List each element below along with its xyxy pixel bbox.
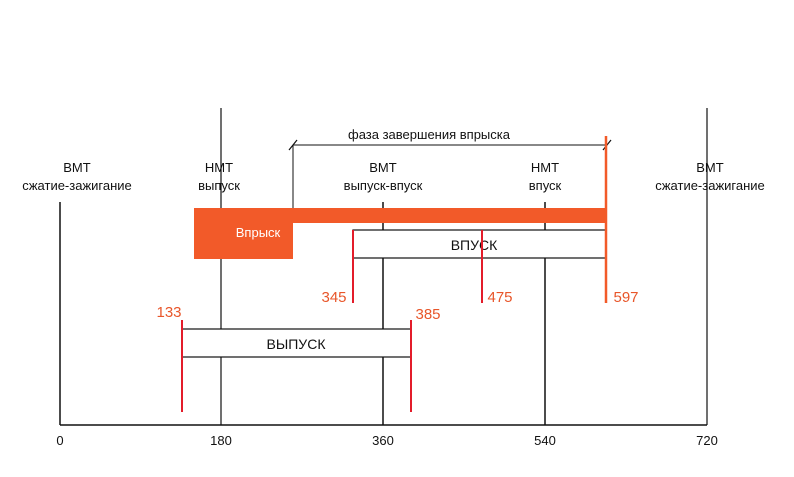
angle-label-exhaust-close: 385 bbox=[415, 306, 440, 323]
marker-label-180-bottom: выпуск bbox=[198, 178, 240, 193]
marker-label-360-top: ВМТ bbox=[369, 160, 397, 175]
axis-tick-label: 180 bbox=[210, 433, 232, 448]
marker-label-540-bottom: впуск bbox=[529, 178, 562, 193]
injection-label: Впрыск bbox=[236, 225, 281, 240]
angle-label-intake-mid: 475 bbox=[487, 289, 512, 306]
phase-label: фаза завершения впрыска bbox=[348, 127, 511, 142]
axis-tick-label: 720 bbox=[696, 433, 718, 448]
injection-bar bbox=[293, 208, 607, 223]
marker-label-0-bottom: сжатие-зажигание bbox=[22, 178, 132, 193]
exhaust-label: ВЫПУСК bbox=[267, 336, 327, 352]
angle-label-injection-end: 597 bbox=[613, 289, 638, 306]
marker-label-540-top: НМТ bbox=[531, 160, 559, 175]
marker-label-0-top: ВМТ bbox=[63, 160, 91, 175]
angle-label-intake-open: 345 bbox=[321, 289, 346, 306]
marker-label-720-bottom: сжатие-зажигание bbox=[655, 178, 765, 193]
marker-label-180-top: НМТ bbox=[205, 160, 233, 175]
injection-block bbox=[194, 208, 293, 259]
axis-tick-label: 0 bbox=[56, 433, 63, 448]
exhaust-bar bbox=[181, 328, 412, 358]
axis-tick-label: 540 bbox=[534, 433, 556, 448]
phase-tick-left bbox=[288, 139, 298, 151]
marker-label-360-bottom: выпуск-впуск bbox=[344, 178, 423, 193]
marker-label-720-top: ВМТ bbox=[696, 160, 724, 175]
intake-label: ВПУСК bbox=[451, 237, 498, 253]
axis-tick-label: 360 bbox=[372, 433, 394, 448]
angle-label-exhaust-open: 133 bbox=[156, 304, 181, 321]
